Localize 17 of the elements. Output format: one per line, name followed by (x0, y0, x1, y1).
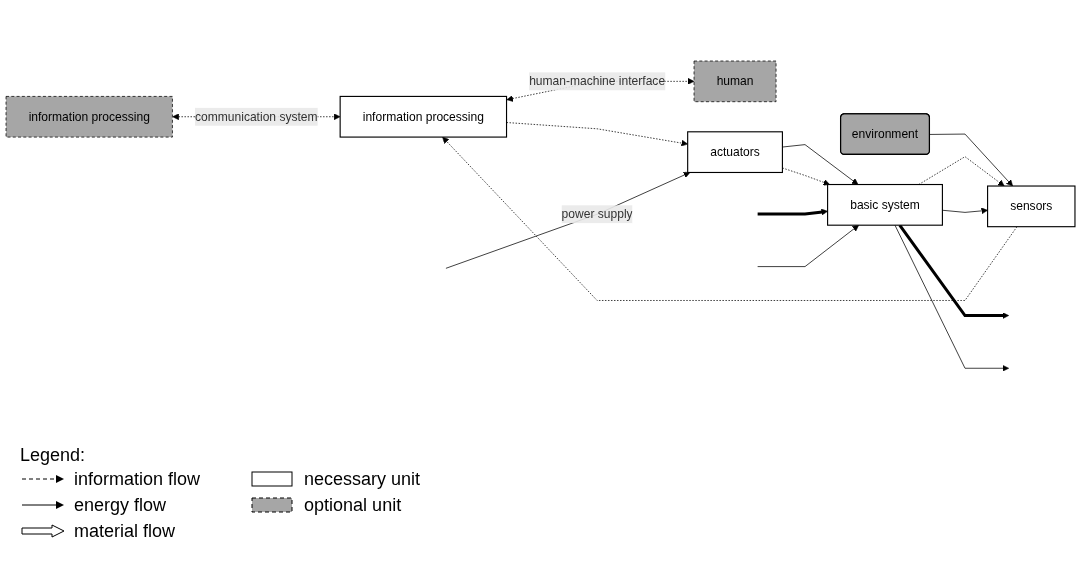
arrow (757, 208, 828, 216)
node-box: sensors (987, 185, 1076, 227)
legend-label: necessary unit (304, 468, 421, 490)
legend-label: optional unit (304, 494, 402, 516)
arrow (898, 224, 1009, 319)
node-box: human (693, 60, 777, 102)
legend-title: Legend: (20, 445, 87, 466)
legend-label: energy flow (74, 494, 167, 516)
edge-label: communication system (195, 109, 318, 123)
node-box: basic system (827, 183, 943, 226)
legend-label: information flow (74, 468, 201, 490)
node-box: actuators (687, 130, 783, 173)
node-box: information processing (339, 95, 508, 138)
node-box: information processing (5, 95, 173, 138)
edge-label: power supply (561, 207, 633, 220)
legend-label: material flow (74, 520, 176, 542)
edge-label: human-machine interface (529, 74, 666, 88)
